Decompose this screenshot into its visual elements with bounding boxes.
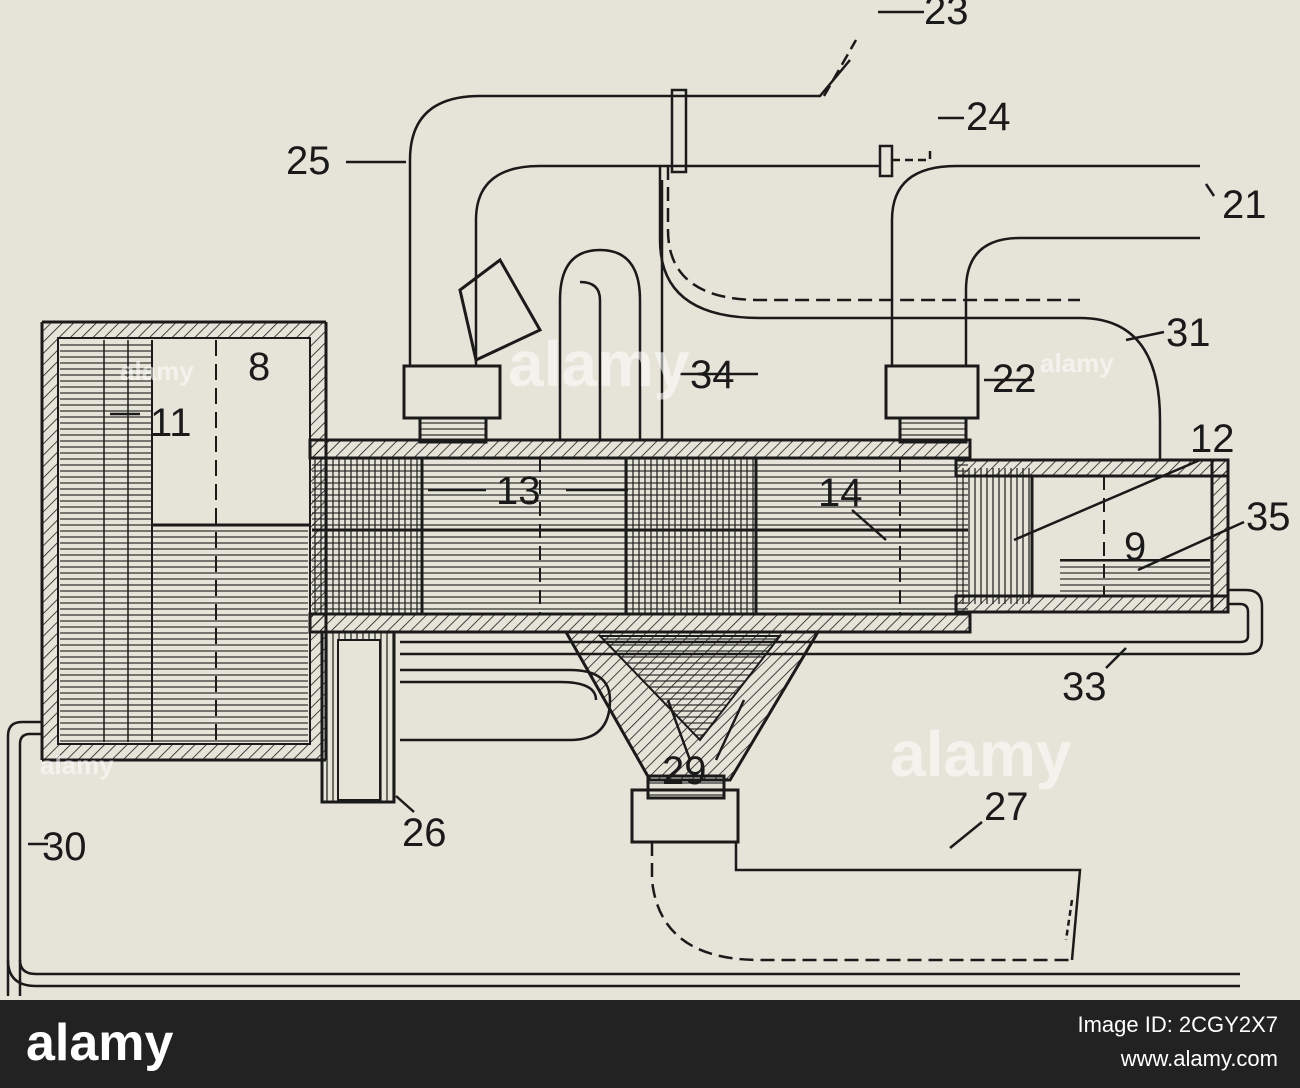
label-25: 25 <box>286 139 331 183</box>
label-26: 26 <box>402 811 447 855</box>
right-tank-9 <box>954 458 1230 614</box>
valve-fittings-22 <box>402 364 980 444</box>
label-12: 12 <box>1190 417 1235 461</box>
image-footer: alamy Image ID: 2CGY2X7 www.alamy.com <box>0 1000 1300 1088</box>
left-tank-8 <box>40 320 328 762</box>
label-22: 22 <box>992 357 1037 401</box>
label-31: 31 <box>1166 311 1211 355</box>
label-9: 9 <box>1124 525 1146 569</box>
label-8: 8 <box>248 345 270 389</box>
funnel-29 <box>563 630 821 844</box>
label-34: 34 <box>690 353 735 397</box>
pipe-network <box>6 39 1264 996</box>
watermark-text: alamy <box>120 356 194 386</box>
image-id: Image ID: 2CGY2X7 <box>1077 1012 1278 1037</box>
reference-labels: 8 11 13 14 9 12 35 21 22 23 24 25 31 34 … <box>42 0 1291 869</box>
image-info: Image ID: 2CGY2X7 www.alamy.com <box>1077 1008 1278 1076</box>
label-21: 21 <box>1222 183 1267 227</box>
patent-diagram: 8 11 13 14 9 12 35 21 22 23 24 25 31 34 … <box>6 0 1291 996</box>
watermark-text: alamy <box>1040 348 1114 378</box>
site-url[interactable]: www.alamy.com <box>1120 1046 1278 1071</box>
watermark-text: alamy <box>40 750 114 780</box>
watermark-overlay: alamy alamy alamy alamy alamy <box>40 328 1114 790</box>
label-27: 27 <box>984 785 1029 829</box>
label-14: 14 <box>818 471 863 515</box>
alamy-logo-wordmark: alamy <box>26 1014 174 1072</box>
alamy-logo: alamy <box>26 1014 306 1074</box>
leader-arrows <box>28 10 1245 849</box>
label-23: 23 <box>924 0 969 33</box>
alamy-logo-graphic: alamy <box>26 1014 174 1072</box>
drain-26 <box>320 630 396 804</box>
label-29: 29 <box>662 749 707 793</box>
watermark-text: alamy <box>508 328 690 400</box>
label-13: 13 <box>496 469 541 513</box>
label-33: 33 <box>1062 665 1107 709</box>
watermark-text: alamy <box>890 718 1072 790</box>
label-30: 30 <box>42 825 87 869</box>
label-24: 24 <box>966 95 1011 139</box>
label-11: 11 <box>150 401 192 445</box>
label-35: 35 <box>1246 495 1291 539</box>
central-cylinder <box>308 438 1030 634</box>
